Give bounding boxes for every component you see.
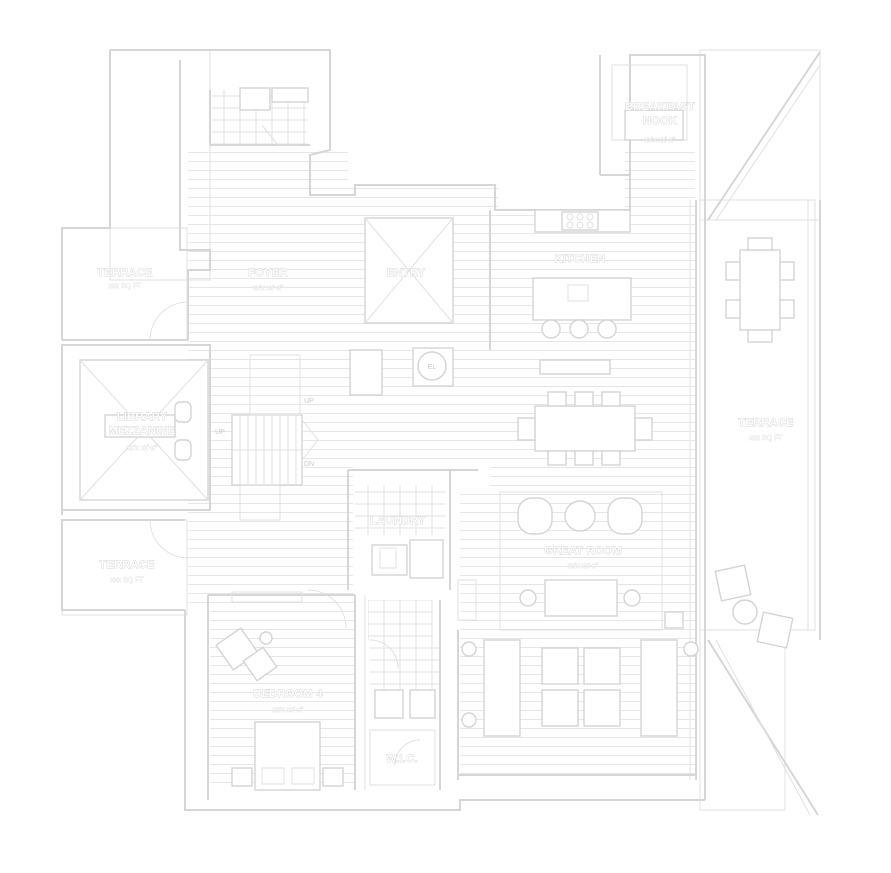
label-great-room: GREAT ROOM: [544, 545, 622, 557]
label-nook: NOOK: [643, 115, 677, 127]
terrace-east-area: [699, 49, 821, 811]
area-breakfast: xx'x xx'-x": [645, 137, 676, 144]
terrace-east-dining: [725, 237, 795, 343]
main-stair: [231, 349, 383, 521]
area-terrace-east: xxx SQ FT: [749, 435, 783, 442]
label-breakfast: BREAKFAST: [625, 101, 695, 113]
interior-floor: [188, 90, 695, 785]
label-entry: ENTRY: [387, 267, 426, 279]
kitchen-counter: [534, 209, 631, 233]
area-library: xx'x xx'-x": [127, 445, 158, 452]
area-terrace-nw: xxx SQ FT: [108, 283, 142, 290]
stair-up-mark-2: UP: [215, 429, 225, 436]
bath-fixtures: [239, 87, 436, 786]
terrace-east-lounge: [714, 564, 794, 649]
kitchen-island: [532, 277, 632, 375]
dining-table: [517, 391, 653, 466]
elevator: [412, 347, 454, 387]
doors: [149, 124, 421, 766]
label-kitchen: KITCHEN: [555, 253, 606, 265]
area-terrace-sw: xxx SQ FT: [110, 577, 144, 584]
area-foyer: xx'x xx'-x": [253, 285, 284, 292]
label-terrace-east: TERRACE: [738, 417, 793, 429]
east-facade-lines: [707, 51, 821, 816]
stair-up-mark: UP: [304, 398, 314, 405]
area-bedroom-4: xx'x xx'-x": [273, 707, 304, 714]
label-mezzanine: MEZZANINE: [109, 425, 176, 437]
label-terrace-sw: TERRACE: [99, 559, 154, 571]
foyer-skylight: [364, 217, 454, 324]
stair-down-mark: DN: [304, 461, 314, 468]
area-great-room: xx'x xx'-x": [568, 563, 599, 570]
label-laundry: LAUNDRY: [370, 515, 426, 527]
elevator-mark: EL: [428, 364, 437, 371]
library-mezzanine-platform: [79, 359, 209, 501]
breakfast-nook: [611, 64, 688, 141]
label-foyer: FOYER: [248, 267, 287, 279]
great-room-furniture: [457, 491, 699, 737]
laundry-fixtures: [371, 539, 444, 579]
label-terrace-nw: TERRACE: [97, 267, 152, 279]
label-wic: W.I.C.: [386, 753, 418, 765]
label-library: LIBRARY: [117, 411, 168, 423]
room-labels: TERRACE xxx SQ FT FOYER xx'x xx'-x" ENTR…: [97, 101, 794, 766]
label-bedroom-4: BEDROOM 4: [253, 688, 323, 700]
bedroom-4-furniture: [215, 591, 344, 791]
